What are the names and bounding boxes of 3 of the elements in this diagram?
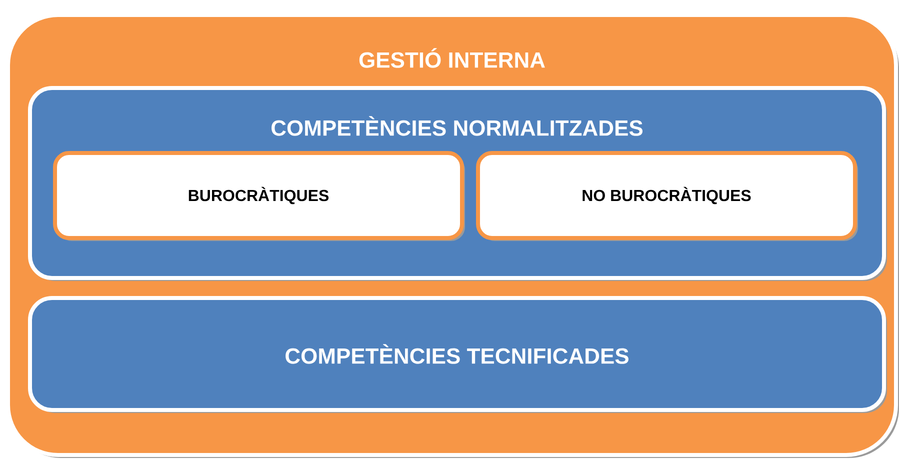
category-box: BUROCRÀTIQUES xyxy=(53,151,465,241)
category-box: NO BUROCRÀTIQUES xyxy=(476,151,858,241)
group-box: COMPETÈNCIES TECNIFICADES xyxy=(28,296,887,413)
